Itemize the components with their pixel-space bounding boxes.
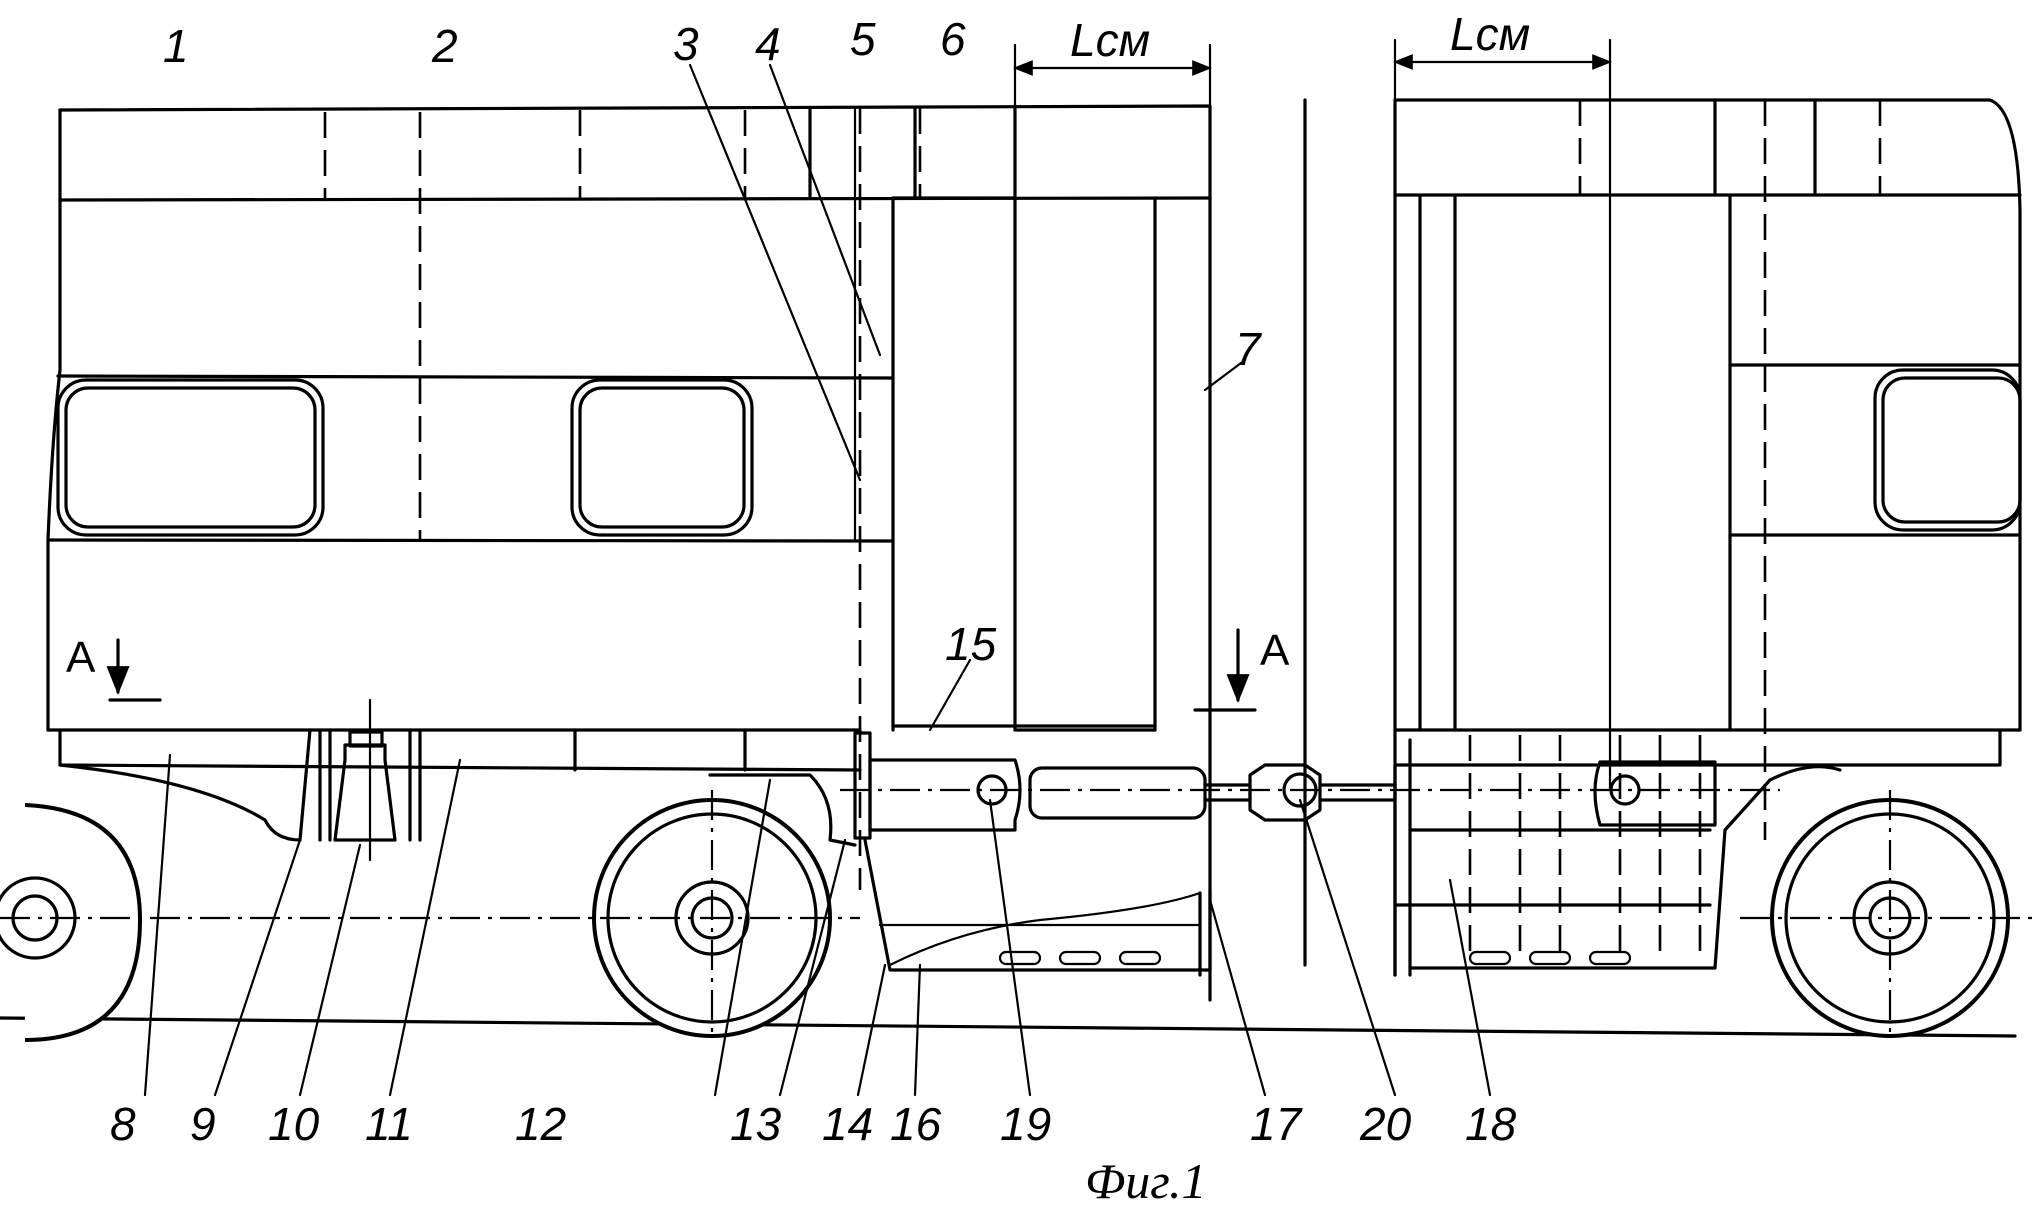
- callout-2: 2: [431, 20, 458, 72]
- callout-8: 8: [110, 1098, 136, 1150]
- callout-3: 3: [673, 18, 699, 70]
- dimension-left: Lсм: [1015, 14, 1210, 106]
- callout-11: 11: [365, 1098, 413, 1150]
- section-label-left: A: [66, 633, 96, 682]
- callout-19: 19: [1000, 1098, 1051, 1150]
- callout-4: 4: [755, 18, 781, 70]
- section-label-right: A: [1260, 626, 1290, 675]
- callout-9: 9: [190, 1098, 216, 1150]
- callout-14: 14: [822, 1098, 873, 1150]
- callout-13: 13: [730, 1098, 782, 1150]
- dimension-label-left: Lсм: [1070, 14, 1150, 66]
- dimension-label-right: Lсм: [1450, 8, 1530, 60]
- right-wheel: [1740, 790, 2039, 1040]
- callout-1: 1: [163, 20, 189, 72]
- callout-12: 12: [515, 1098, 566, 1150]
- callout-6: 6: [940, 13, 966, 65]
- callout-16: 16: [890, 1098, 942, 1150]
- dimension-right: Lсм: [1395, 8, 1610, 100]
- callout-20: 20: [1359, 1098, 1412, 1150]
- figure-caption: Фиг.1: [1085, 1153, 1207, 1207]
- rail-line: [0, 1018, 2015, 1036]
- callout-15: 15: [945, 618, 997, 670]
- callout-17: 17: [1250, 1098, 1303, 1150]
- callout-7: 7: [1235, 323, 1262, 375]
- callout-10: 10: [268, 1098, 320, 1150]
- section-mark-left: A: [66, 633, 160, 700]
- callout-18: 18: [1465, 1098, 1517, 1150]
- callout-5: 5: [850, 13, 876, 65]
